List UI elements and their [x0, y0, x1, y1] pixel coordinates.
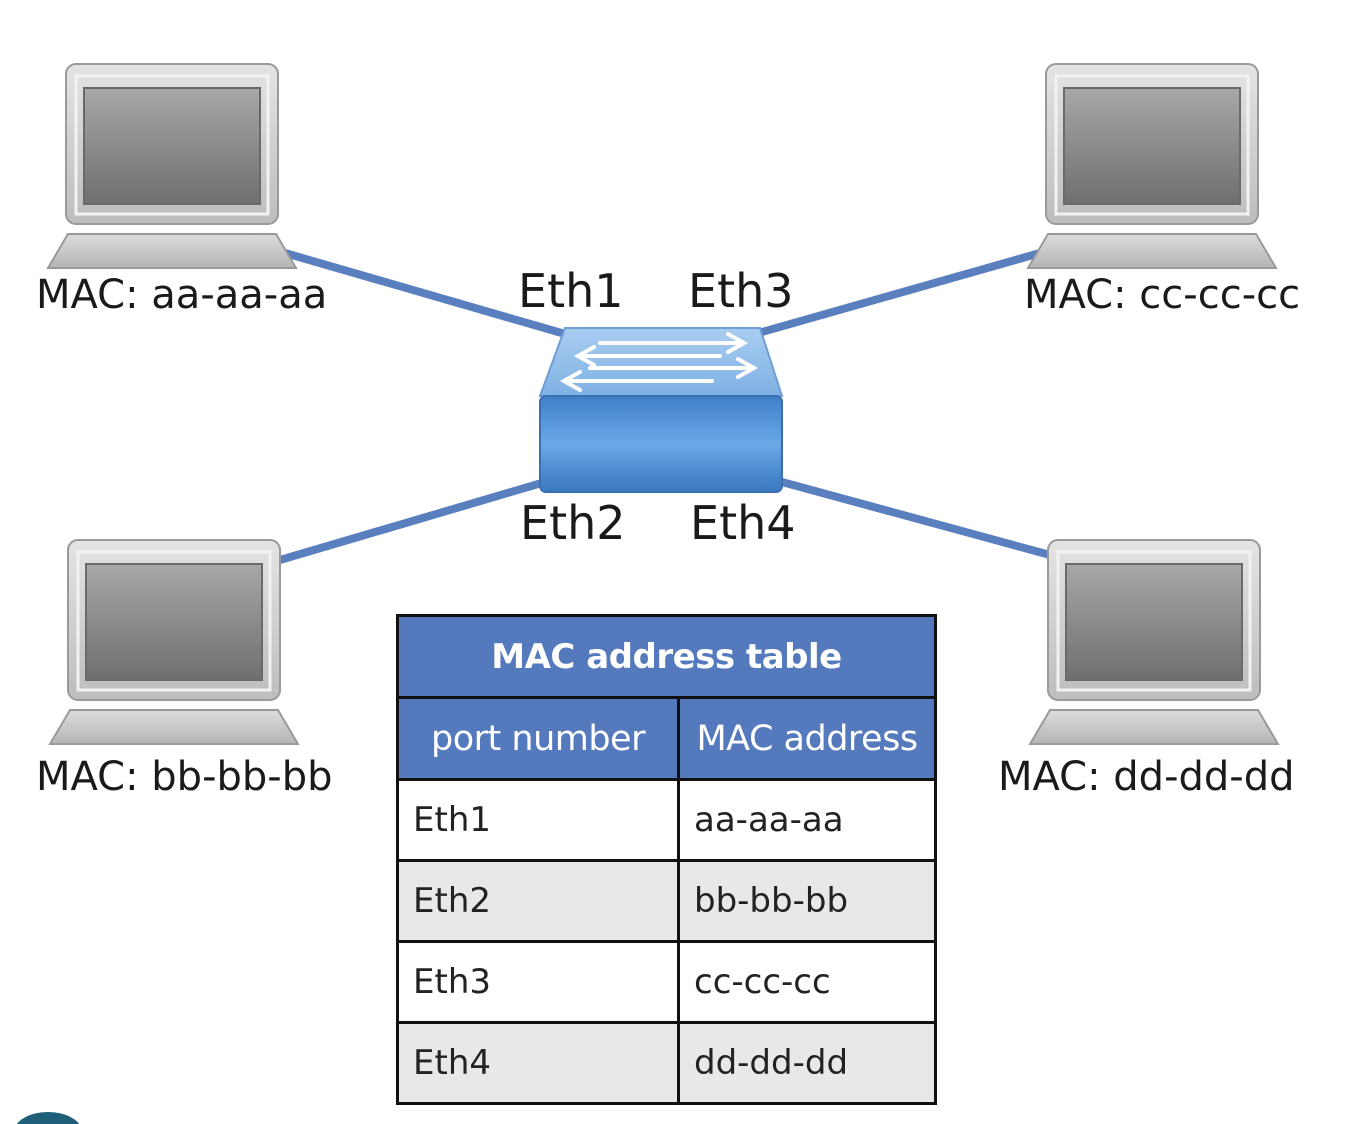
table-row: Eth3 cc-cc-cc [396, 940, 938, 1024]
table-row: Eth4 dd-dd-dd [396, 1021, 938, 1105]
column-header-port-number: port number [396, 696, 680, 781]
switch-port-eth3: Eth3 [688, 264, 794, 318]
host-mac-label-bb: MAC: bb-bb-bb [36, 754, 333, 800]
laptop-icon [1026, 63, 1278, 269]
mac-cell: bb-bb-bb [676, 859, 938, 943]
network-links [276, 249, 1054, 564]
host-mac-label-dd: MAC: dd-dd-dd [998, 754, 1295, 800]
switch-port-eth1: Eth1 [518, 264, 624, 318]
port-cell: Eth2 [396, 859, 680, 943]
switch-port-eth2: Eth2 [520, 496, 626, 550]
link-bb-eth2 [276, 478, 549, 564]
mac-table-title: MAC address table [395, 614, 938, 699]
switch-icon [538, 327, 784, 493]
column-header-mac-address: MAC address [676, 696, 938, 781]
corner-badge [14, 1112, 82, 1124]
switch-arrows [559, 332, 759, 392]
table-row: Eth2 bb-bb-bb [396, 859, 938, 943]
link-aa-eth1 [281, 249, 569, 338]
port-cell: Eth3 [396, 940, 680, 1024]
host-mac-label-cc: MAC: cc-cc-cc [1024, 272, 1301, 318]
mac-cell: dd-dd-dd [676, 1021, 938, 1105]
port-cell: Eth1 [396, 778, 680, 862]
mac-table-header-row: port number MAC address [396, 696, 938, 781]
mac-table-title-row: MAC address table [395, 614, 938, 699]
mac-cell: aa-aa-aa [676, 778, 938, 862]
table-row: Eth1 aa-aa-aa [396, 778, 938, 862]
port-cell: Eth4 [396, 1021, 680, 1105]
mac-cell: cc-cc-cc [676, 940, 938, 1024]
laptop-icon [46, 63, 298, 269]
host-mac-label-aa: MAC: aa-aa-aa [36, 272, 328, 318]
laptop-icon [48, 539, 300, 745]
link-dd-eth4 [778, 478, 1054, 559]
link-cc-eth3 [751, 249, 1044, 338]
laptop-icon [1028, 539, 1280, 745]
switch-port-eth4: Eth4 [690, 496, 796, 550]
mac-address-table: MAC address table port number MAC addres… [395, 614, 938, 1105]
